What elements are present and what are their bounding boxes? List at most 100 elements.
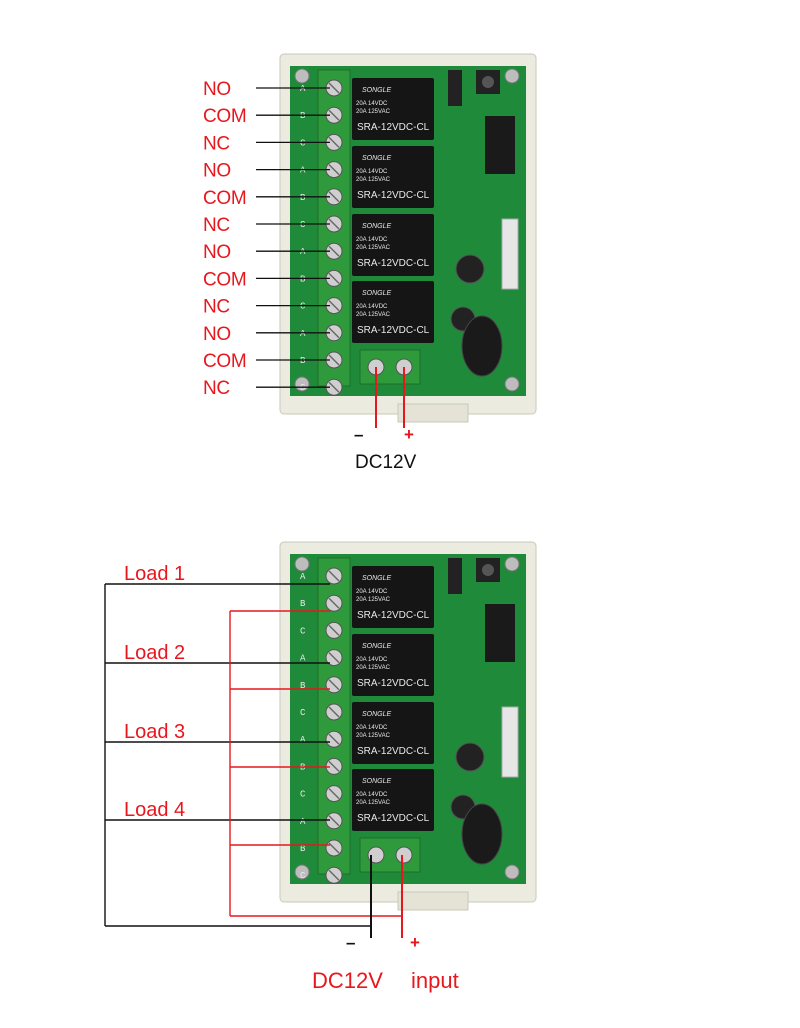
- relay-rating-1: 20A 14VDC: [356, 169, 388, 175]
- terminal-label: NC: [203, 215, 230, 236]
- power-label-2: DC12V: [312, 968, 383, 993]
- relay-body: [352, 78, 434, 140]
- side-mark: A: [300, 247, 306, 257]
- side-mark: B: [300, 356, 306, 366]
- load-label-2: Load 2: [124, 642, 185, 664]
- relay-rating-2: 20A 125VAC: [356, 800, 391, 806]
- screw-slot: [328, 815, 340, 827]
- side-mark: A: [300, 329, 306, 339]
- relay-model: SRA-12VDC-CL: [357, 678, 430, 689]
- terminal-label: NC: [203, 378, 230, 399]
- minus-sign-2: –: [346, 933, 355, 952]
- relay-body: [352, 146, 434, 208]
- side-mark: A: [300, 84, 306, 94]
- screw-slot: [328, 624, 340, 636]
- screw-slot: [328, 597, 340, 609]
- screw-slot: [328, 245, 340, 257]
- screw-slot: [328, 570, 340, 582]
- screw-slot: [328, 679, 340, 691]
- terminal-screws-2: [325, 567, 343, 884]
- relay-body: [352, 281, 434, 343]
- screw-slot: [328, 652, 340, 664]
- terminal-label: COM: [203, 269, 246, 290]
- side-mark: A: [300, 817, 306, 827]
- side-mark: B: [300, 193, 306, 203]
- screw-slot: [328, 191, 340, 203]
- load-labels: Load 1 Load 2 Load 3 Load 4: [124, 563, 185, 821]
- screw-slot: [328, 760, 340, 772]
- side-mark: B: [300, 681, 306, 691]
- plus-sign-1: +: [404, 425, 414, 444]
- relay-rating-1: 20A 14VDC: [356, 101, 388, 107]
- load-label-3: Load 3: [124, 721, 185, 743]
- screw-slot: [328, 218, 340, 230]
- load-label-1: Load 1: [124, 563, 185, 585]
- screw-slot: [328, 109, 340, 121]
- screw-slot: [328, 327, 340, 339]
- side-mark: C: [300, 708, 306, 718]
- relay-model: SRA-12VDC-CL: [357, 258, 430, 269]
- side-mark: B: [300, 599, 306, 609]
- screw-slot: [328, 842, 340, 854]
- screw-slot: [328, 300, 340, 312]
- screw-slot: [328, 354, 340, 366]
- side-mark: C: [300, 871, 306, 881]
- relay-rating-2: 20A 125VAC: [356, 109, 391, 115]
- relay-rating-2: 20A 125VAC: [356, 312, 391, 318]
- side-mark: C: [300, 220, 306, 230]
- screw-slot: [328, 706, 340, 718]
- relay-brand: SONGLE: [362, 290, 392, 297]
- relay-model: SRA-12VDC-CL: [357, 190, 430, 201]
- terminal-label: NO: [203, 79, 231, 100]
- input-label: input: [411, 968, 459, 993]
- relay-body: [352, 769, 434, 831]
- screw-slot: [328, 869, 340, 881]
- terminal-label: COM: [203, 351, 246, 372]
- plus-sign-2: +: [410, 933, 420, 952]
- relay-model: SRA-12VDC-CL: [357, 122, 430, 133]
- relay-model: SRA-12VDC-CL: [357, 813, 430, 824]
- terminal-label: COM: [203, 106, 246, 127]
- screw-slot: [328, 136, 340, 148]
- relay-rating-1: 20A 14VDC: [356, 237, 388, 243]
- load-label-4: Load 4: [124, 799, 185, 821]
- relay-model: SRA-12VDC-CL: [357, 610, 430, 621]
- side-mark: B: [300, 111, 306, 121]
- screw-slot: [328, 733, 340, 745]
- load-wiring: [104, 583, 402, 927]
- power-label-1: DC12V: [355, 452, 417, 473]
- screw-slot: [328, 272, 340, 284]
- screw-slot: [328, 381, 340, 393]
- relay-rating-1: 20A 14VDC: [356, 657, 388, 663]
- terminal-label: NO: [203, 161, 231, 182]
- relay-rating-2: 20A 125VAC: [356, 177, 391, 183]
- side-mark: A: [300, 735, 306, 745]
- terminal-label: NC: [203, 133, 230, 154]
- relay-model: SRA-12VDC-CL: [357, 746, 430, 757]
- relay-model: SRA-12VDC-CL: [357, 325, 430, 336]
- relay-body: [352, 214, 434, 276]
- relay-rating-2: 20A 125VAC: [356, 665, 391, 671]
- side-mark: C: [300, 383, 306, 393]
- terminal-screws-1: [325, 79, 343, 396]
- relay-body: [352, 566, 434, 628]
- minus-sign-1: –: [354, 425, 363, 444]
- side-mark: A: [300, 654, 306, 664]
- side-mark: A: [300, 166, 306, 176]
- relay-brand: SONGLE: [362, 87, 392, 94]
- terminal-label: NO: [203, 324, 231, 345]
- screw-slot: [328, 164, 340, 176]
